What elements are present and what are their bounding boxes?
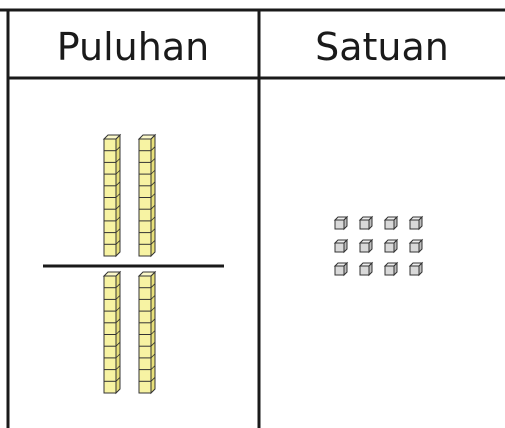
ten-rod: [102, 133, 122, 258]
unit-cube: [333, 261, 349, 277]
unit-cube: [333, 238, 349, 254]
unit-cube: [408, 261, 424, 277]
ten-rod: [102, 270, 122, 395]
header-satuan: Satuan: [315, 25, 449, 69]
unit-cube: [408, 215, 424, 231]
tens-group-lower: [102, 270, 157, 395]
unit-cube: [383, 261, 399, 277]
unit-cube: [358, 261, 374, 277]
unit-cube: [408, 238, 424, 254]
ten-rod: [137, 133, 157, 258]
unit-cube: [383, 238, 399, 254]
unit-cube: [383, 215, 399, 231]
unit-cube: [333, 215, 349, 231]
unit-cube: [358, 215, 374, 231]
unit-cube: [358, 238, 374, 254]
header-puluhan: Puluhan: [57, 25, 209, 69]
tens-group-upper: [102, 133, 157, 258]
table-grid: [0, 8, 505, 428]
ones-cube-grid: [333, 215, 424, 277]
ten-rod: [137, 270, 157, 395]
